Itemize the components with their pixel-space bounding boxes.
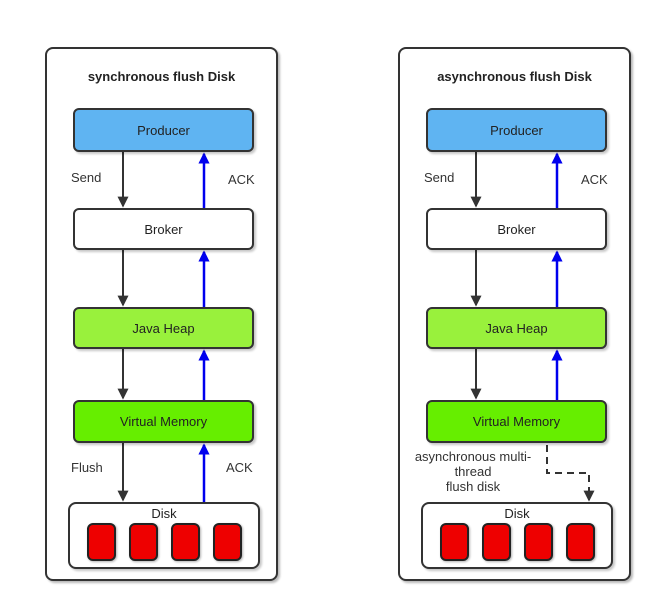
node-producer: Producer: [73, 108, 254, 152]
edge-label-async-flush-line2: thread: [454, 464, 492, 479]
node-disk-label: Disk: [504, 506, 530, 521]
node-producer-label: Producer: [137, 122, 190, 138]
node-virtual-memory: Virtual Memory: [426, 400, 607, 443]
edge-label-async-flush-line1: asynchronous multi-: [414, 449, 532, 464]
edge-label-async-flush: asynchronous multi- thread flush disk: [402, 449, 544, 494]
node-disk: Disk: [68, 502, 260, 569]
edge-label-send: Send: [424, 170, 455, 185]
panel-title: asynchronous flush Disk: [437, 69, 592, 84]
edge-label-send: Send: [71, 170, 102, 185]
node-virtual-memory: Virtual Memory: [73, 400, 254, 443]
disk-block: [170, 523, 200, 561]
edge-label-ack-bottom: ACK: [226, 460, 253, 475]
node-java-heap-label: Java Heap: [132, 320, 195, 336]
node-broker-label: Broker: [144, 221, 183, 237]
node-broker-label: Broker: [497, 221, 536, 237]
async-flush-dashed-arrow: [546, 445, 595, 502]
arrows-layer: [470, 152, 595, 502]
disk-block: [86, 523, 116, 561]
disk-block: [565, 523, 595, 561]
node-broker: Broker: [426, 208, 607, 250]
node-disk-label: Disk: [151, 506, 177, 521]
node-virtual-memory-label: Virtual Memory: [119, 414, 208, 429]
disk-blocks: [423, 523, 611, 561]
node-java-heap-label: Java Heap: [485, 320, 548, 336]
panel-title: synchronous flush Disk: [87, 69, 236, 84]
node-producer-label: Producer: [490, 122, 543, 138]
edge-label-ack-top: ACK: [228, 172, 255, 187]
node-disk: Disk: [421, 502, 613, 569]
arrows-layer: [117, 152, 210, 502]
disk-block: [212, 523, 242, 561]
disk-block: [439, 523, 469, 561]
node-virtual-memory-label: Virtual Memory: [472, 414, 561, 429]
node-java-heap: Java Heap: [73, 307, 254, 349]
panel-asynchronous-flush: asynchronous flush Disk Producer Broker: [398, 47, 631, 581]
disk-block: [523, 523, 553, 561]
edge-label-async-flush-line3: flush disk: [445, 479, 501, 494]
disk-block: [128, 523, 158, 561]
disk-blocks: [70, 523, 258, 561]
edge-label-ack-top: ACK: [581, 172, 608, 187]
node-broker: Broker: [73, 208, 254, 250]
edge-label-flush: Flush: [71, 460, 103, 475]
node-java-heap: Java Heap: [426, 307, 607, 349]
panel-synchronous-flush: synchronous flush Disk Producer B: [45, 47, 278, 581]
disk-block: [481, 523, 511, 561]
node-producer: Producer: [426, 108, 607, 152]
